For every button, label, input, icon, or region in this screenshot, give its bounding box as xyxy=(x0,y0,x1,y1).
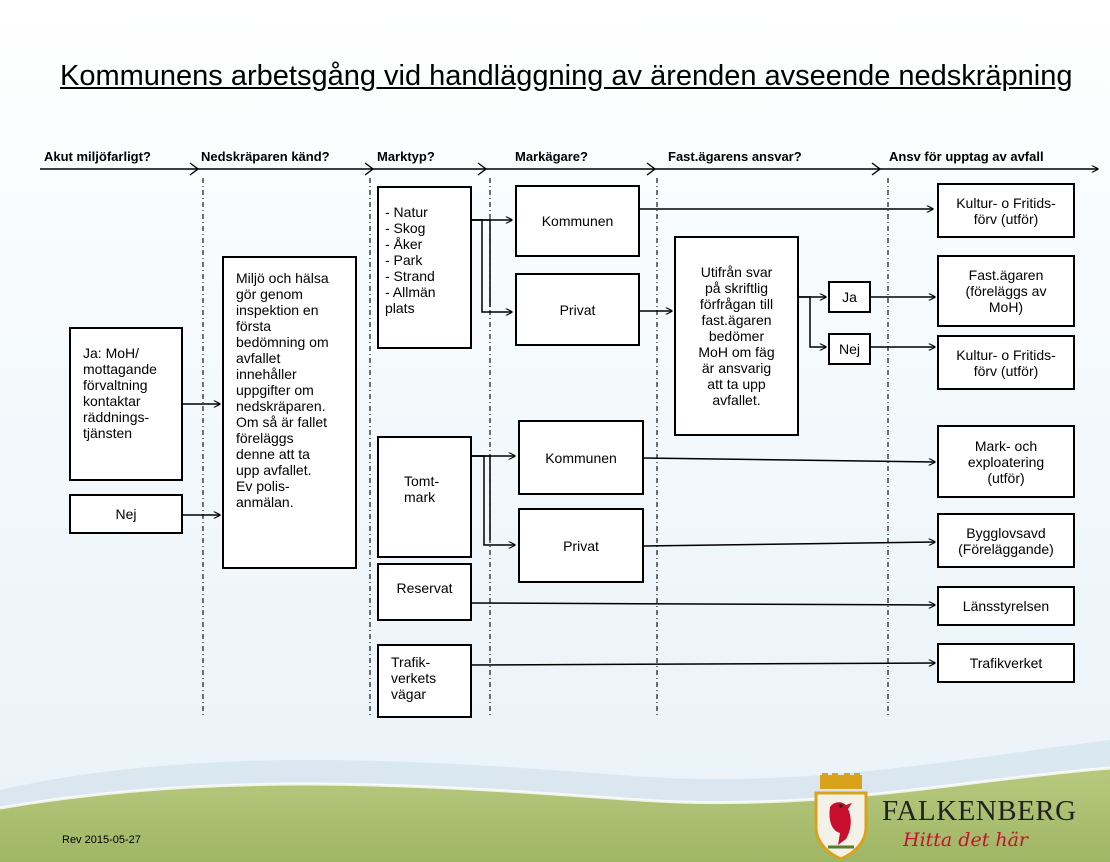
box-natur: - Natur - Skog - Åker - Park - Strand - … xyxy=(377,186,472,349)
box-ja: Ja xyxy=(828,281,871,313)
arrow-reservat-to-lansstyrelsen xyxy=(470,603,935,605)
box-nej-text: Nej xyxy=(115,506,137,522)
box-trafikverket: Trafikverket xyxy=(937,643,1075,683)
arrow-privat2-to-bygglov xyxy=(642,542,935,547)
header-markagare: Markägare? xyxy=(515,149,588,164)
box-kultur-fritids-1-text: Kultur- o Fritids- förv (utför) xyxy=(956,194,1056,227)
box-nej: Nej xyxy=(69,494,183,534)
arrow-tomt-branch xyxy=(471,455,491,540)
falkenberg-slogan: Hitta det här xyxy=(903,829,1029,851)
box-bygglovsavd-text: Bygglovsavd (Föreläggande) xyxy=(958,524,1054,557)
box-utifran-svar: Utifrån svar på skriftlig förfrågan till… xyxy=(674,236,799,436)
box-trafikverket-text: Trafikverket xyxy=(969,655,1043,671)
box-mark-exploatering: Mark- och exploatering (utför) xyxy=(937,425,1075,498)
box-privat-2: Privat xyxy=(518,508,644,583)
falkenberg-brand: FALKENBERG xyxy=(882,795,1077,827)
box-tomtmark: Tomt- mark xyxy=(377,436,472,558)
box-kultur-fritids-1: Kultur- o Fritids- förv (utför) xyxy=(937,183,1075,238)
box-fastagaren: Fast.ägaren (föreläggs av MoH) xyxy=(937,255,1075,327)
box-trafikverkets-vagar-text: Trafik- verkets vägar xyxy=(391,654,437,702)
box-lansstyrelsen-text: Länsstyrelsen xyxy=(962,598,1050,614)
box-reservat: Reservat xyxy=(377,563,472,621)
arrow-trafikvagar-to-trafikverket xyxy=(470,663,935,665)
box-fastagaren-text: Fast.ägaren (föreläggs av MoH) xyxy=(965,267,1047,315)
box-kommunen-1-text: Kommunen xyxy=(541,213,614,229)
box-ja-moh: Ja: MoH/ mottagande förvaltning kontakta… xyxy=(69,327,183,481)
box-miljo-halsa: Miljö och hälsa gör genom inspektion en … xyxy=(222,256,357,569)
header-arrow xyxy=(40,162,1098,176)
header-ansvar-upptag: Ansv för upptag av avfall xyxy=(889,149,1044,164)
box-privat-2-text: Privat xyxy=(563,537,599,554)
box-nej-2: Nej xyxy=(828,333,871,365)
header-akut-miljofarligt: Akut miljöfarligt? xyxy=(44,149,151,164)
box-mark-exploatering-text: Mark- och exploatering (utför) xyxy=(967,437,1045,486)
box-kultur-fritids-2: Kultur- o Fritids- förv (utför) xyxy=(937,335,1075,390)
box-privat-1: Privat xyxy=(515,273,640,346)
arrow-natur-branch xyxy=(471,219,491,307)
falkenberg-coat-of-arms-icon xyxy=(814,773,868,859)
header-nedskraparen-kand: Nedskräparen känd? xyxy=(201,149,330,164)
header-marktyp: Marktyp? xyxy=(377,149,435,164)
box-nej-2-text: Nej xyxy=(838,341,860,357)
box-ja-text: Ja xyxy=(842,289,857,305)
box-kommunen-1: Kommunen xyxy=(515,185,640,257)
header-fastagarens-ansvar: Fast.ägarens ansvar? xyxy=(668,149,802,164)
revision-date: Rev 2015-05-27 xyxy=(62,834,141,846)
box-kommunen-2-text: Kommunen xyxy=(545,449,617,466)
box-natur-text: - Natur - Skog - Åker - Park - Strand - … xyxy=(385,204,436,316)
arrow-natur-to-privat xyxy=(471,219,512,312)
box-tomtmark-text: Tomt- mark xyxy=(404,473,439,505)
arrow-utifran-to-nej xyxy=(798,296,826,347)
arrow-kommunen2-to-markexpl xyxy=(642,457,935,462)
box-bygglovsavd: Bygglovsavd (Föreläggande) xyxy=(937,513,1075,568)
arrow-tomt-to-privat xyxy=(471,455,515,545)
page-title: Kommunens arbetsgång vid handläggning av… xyxy=(60,60,1073,92)
box-lansstyrelsen: Länsstyrelsen xyxy=(937,586,1075,626)
box-kultur-fritids-2-text: Kultur- o Fritids- förv (utför) xyxy=(956,346,1056,379)
box-reservat-text: Reservat xyxy=(396,580,453,596)
box-kommunen-2: Kommunen xyxy=(518,420,644,495)
box-privat-1-text: Privat xyxy=(559,301,596,318)
box-trafikverkets-vagar: Trafik- verkets vägar xyxy=(377,644,472,718)
box-ja-moh-text: Ja: MoH/ mottagande förvaltning kontakta… xyxy=(83,345,157,441)
box-utifran-svar-text: Utifrån svar på skriftlig förfrågan till… xyxy=(698,264,775,408)
box-miljo-halsa-text: Miljö och hälsa gör genom inspektion en … xyxy=(236,270,329,510)
